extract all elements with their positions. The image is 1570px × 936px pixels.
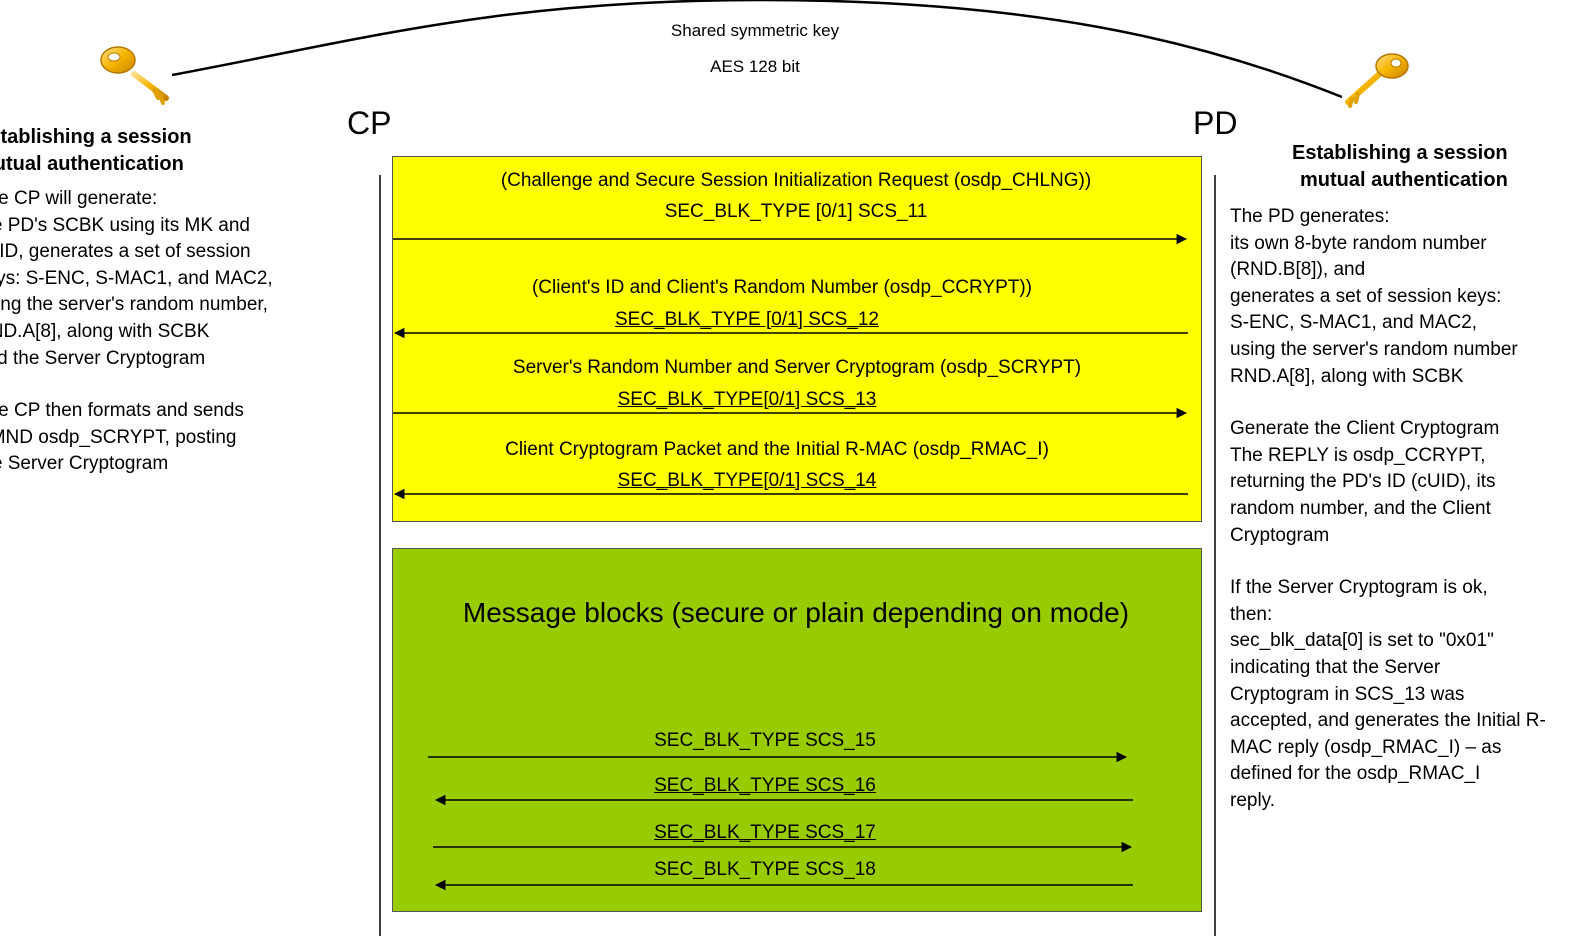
cp-body-line: The CP will generate: (0, 188, 158, 209)
msg-code-scs14: SEC_BLK_TYPE[0/1] SCS_14 (617, 470, 877, 491)
pd-body-line: (RND.B[8]), and (1230, 259, 1366, 281)
cp-body-line: the Server Cryptogram (0, 453, 169, 475)
message-blocks-title: Message blocks (secure or plain dependin… (462, 597, 1130, 628)
cp-heading-line2: mutual authentication (0, 153, 184, 175)
key-caption: Shared symmetric key AES 128 bit (580, 20, 930, 78)
key-icon (1345, 53, 1409, 108)
pd-body-line: returning the PD's ID (cUID), its (1230, 471, 1496, 493)
msg-code-scs18: SEC_BLK_TYPE SCS_18 (654, 859, 876, 880)
cp-body-line: RND.A[8], along with SCBK (0, 320, 210, 342)
pd-body-line: sec_blk_data[0] is set to "0x01" (1230, 630, 1494, 652)
pd-body-line: its own 8-byte random number (1230, 232, 1487, 254)
cp-body-line: keys: S-ENC, S-MAC1, and MAC2, (0, 267, 273, 289)
pd-body-line: generates a set of session keys: (1230, 285, 1502, 307)
msg-title-scrypt: Server's Random Number and Server Crypto… (512, 357, 1082, 378)
msg-code-scs13: SEC_BLK_TYPE[0/1] SCS_13 (617, 389, 877, 410)
pd-heading-line1: Establishing a session (1292, 142, 1508, 164)
cp-body-line: CMND osdp_SCRYPT, posting (0, 426, 237, 448)
msg-code-scs15: SEC_BLK_TYPE SCS_15 (654, 730, 876, 751)
pd-body-line: defined for the osdp_RMAC_I (1230, 763, 1481, 785)
pd-heading-line2: mutual authentication (1300, 169, 1508, 191)
pd-description: Establishing a session mutual authentica… (1230, 140, 1570, 840)
key-icon (100, 46, 169, 105)
cp-body-line: The CP then formats and sends (0, 400, 244, 422)
pd-body-line: MAC reply (osdp_RMAC_I) – as (1230, 736, 1502, 758)
msg-code-scs12: SEC_BLK_TYPE [0/1] SCS_12 (614, 309, 880, 330)
cp-description: Establishing a session mutual authentica… (0, 124, 345, 504)
msg-title-chlng: (Challenge and Secure Session Initializa… (500, 170, 1092, 191)
pd-body-line: RND.A[8], along with SCBK (1230, 365, 1464, 387)
pd-body-line: The REPLY is osdp_CCRYPT, (1230, 444, 1486, 466)
message-blocks-box (392, 548, 1202, 912)
pd-body-line: Generate the Client Cryptogram (1230, 418, 1500, 440)
cp-heading-line1: Establishing a session (0, 126, 192, 148)
pd-body-line: If the Server Cryptogram is ok, (1230, 577, 1488, 599)
handshake-box (392, 156, 1202, 522)
pd-body-line: S-ENC, S-MAC1, and MAC2, (1230, 312, 1478, 334)
pd-body-line: Cryptogram (1230, 524, 1330, 546)
pd-body-line: indicating that the Server (1230, 656, 1441, 678)
pd-body-line: accepted, and generates the Initial R- (1230, 710, 1546, 732)
key-caption-line1: Shared symmetric key (670, 21, 840, 40)
pd-body-line: reply. (1230, 789, 1276, 811)
msg-code-scs17: SEC_BLK_TYPE SCS_17 (654, 822, 876, 843)
key-caption-line2: AES 128 bit (710, 57, 800, 76)
cp-body-line: using the server's random number, (0, 294, 268, 316)
pd-body-line: using the server's random number (1230, 338, 1518, 360)
cp-label: CP (347, 105, 392, 141)
msg-title-rmac: Client Cryptogram Packet and the Initial… (505, 439, 1049, 460)
msg-title-ccrypt: (Client's ID and Client's Random Number … (531, 277, 1033, 298)
cp-body-line: cUID, generates a set of session (0, 241, 251, 263)
pd-label: PD (1193, 105, 1238, 141)
pd-body-line: Cryptogram in SCS_13 was (1230, 683, 1465, 705)
msg-code-scs16: SEC_BLK_TYPE SCS_16 (654, 775, 876, 796)
pd-body-line: The PD generates: (1230, 206, 1390, 227)
cp-body-line: the PD's SCBK using its MK and (0, 214, 250, 236)
pd-body-line: random number, and the Client (1230, 497, 1491, 519)
msg-code-scs11: SEC_BLK_TYPE [0/1] SCS_11 (664, 201, 928, 222)
cp-body-line: and the Server Cryptogram (0, 347, 206, 369)
pd-body-line: then: (1230, 603, 1273, 625)
key-link-curve (171, 0, 1343, 99)
